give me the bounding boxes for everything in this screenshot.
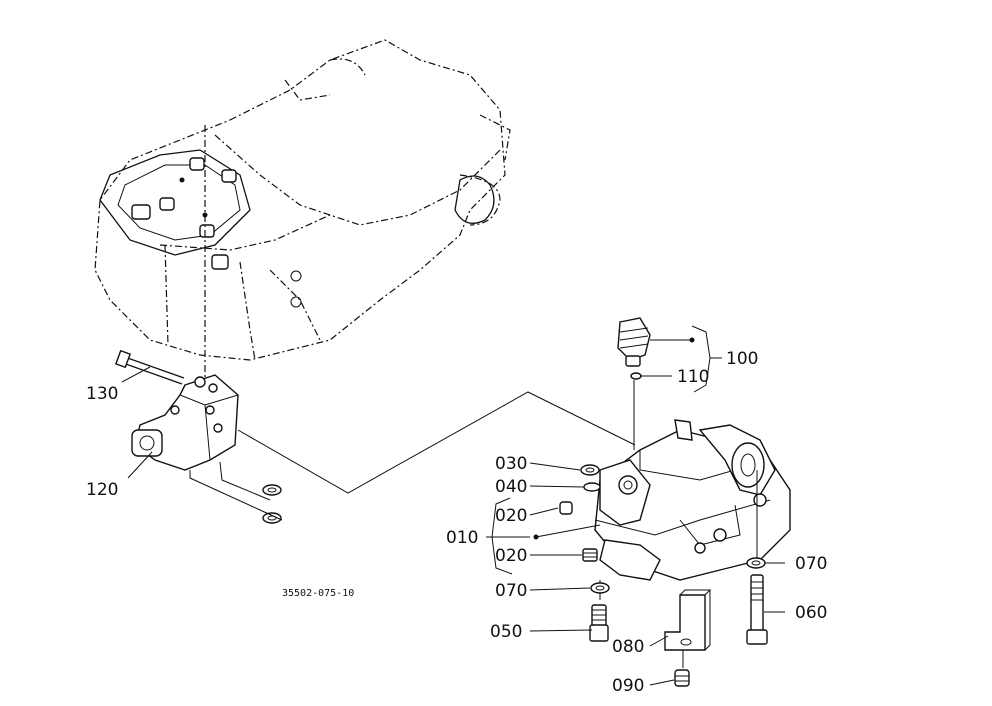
bolt-060: [746, 574, 768, 645]
callout-070-right: 070: [795, 554, 827, 574]
transmission-housing: [94, 39, 511, 380]
bolt-050: [589, 604, 609, 642]
screw-090: [674, 669, 690, 687]
washer-070-left: [590, 582, 610, 594]
callout-010: 010: [446, 528, 478, 548]
hydraulic-block-assembly: [594, 380, 791, 600]
bracket-080: [664, 589, 712, 668]
plug-020-lower: [582, 548, 598, 562]
leader-lines: [121, 325, 785, 686]
callout-070-left: 070: [495, 581, 527, 601]
callout-080: 080: [612, 637, 644, 657]
callout-050: 050: [490, 622, 522, 642]
washer-070-right: [746, 557, 766, 569]
callout-020-lower: 020: [495, 546, 527, 566]
figure-code: 35502-075-10: [282, 588, 354, 599]
oring-040: [583, 482, 601, 492]
control-valve-assembly: [115, 349, 636, 524]
callout-030: 030: [495, 454, 527, 474]
callout-100: 100: [726, 349, 758, 369]
callout-040: 040: [495, 477, 527, 497]
callout-130: 130: [86, 384, 118, 404]
plug-020-upper: [559, 501, 573, 515]
callout-060: 060: [795, 603, 827, 623]
callout-120: 120: [86, 480, 118, 500]
callout-020-upper: 020: [495, 506, 527, 526]
relief-valve-100: [617, 317, 651, 380]
callout-110: 110: [677, 367, 709, 387]
callout-090: 090: [612, 676, 644, 696]
washer-030: [580, 464, 600, 476]
